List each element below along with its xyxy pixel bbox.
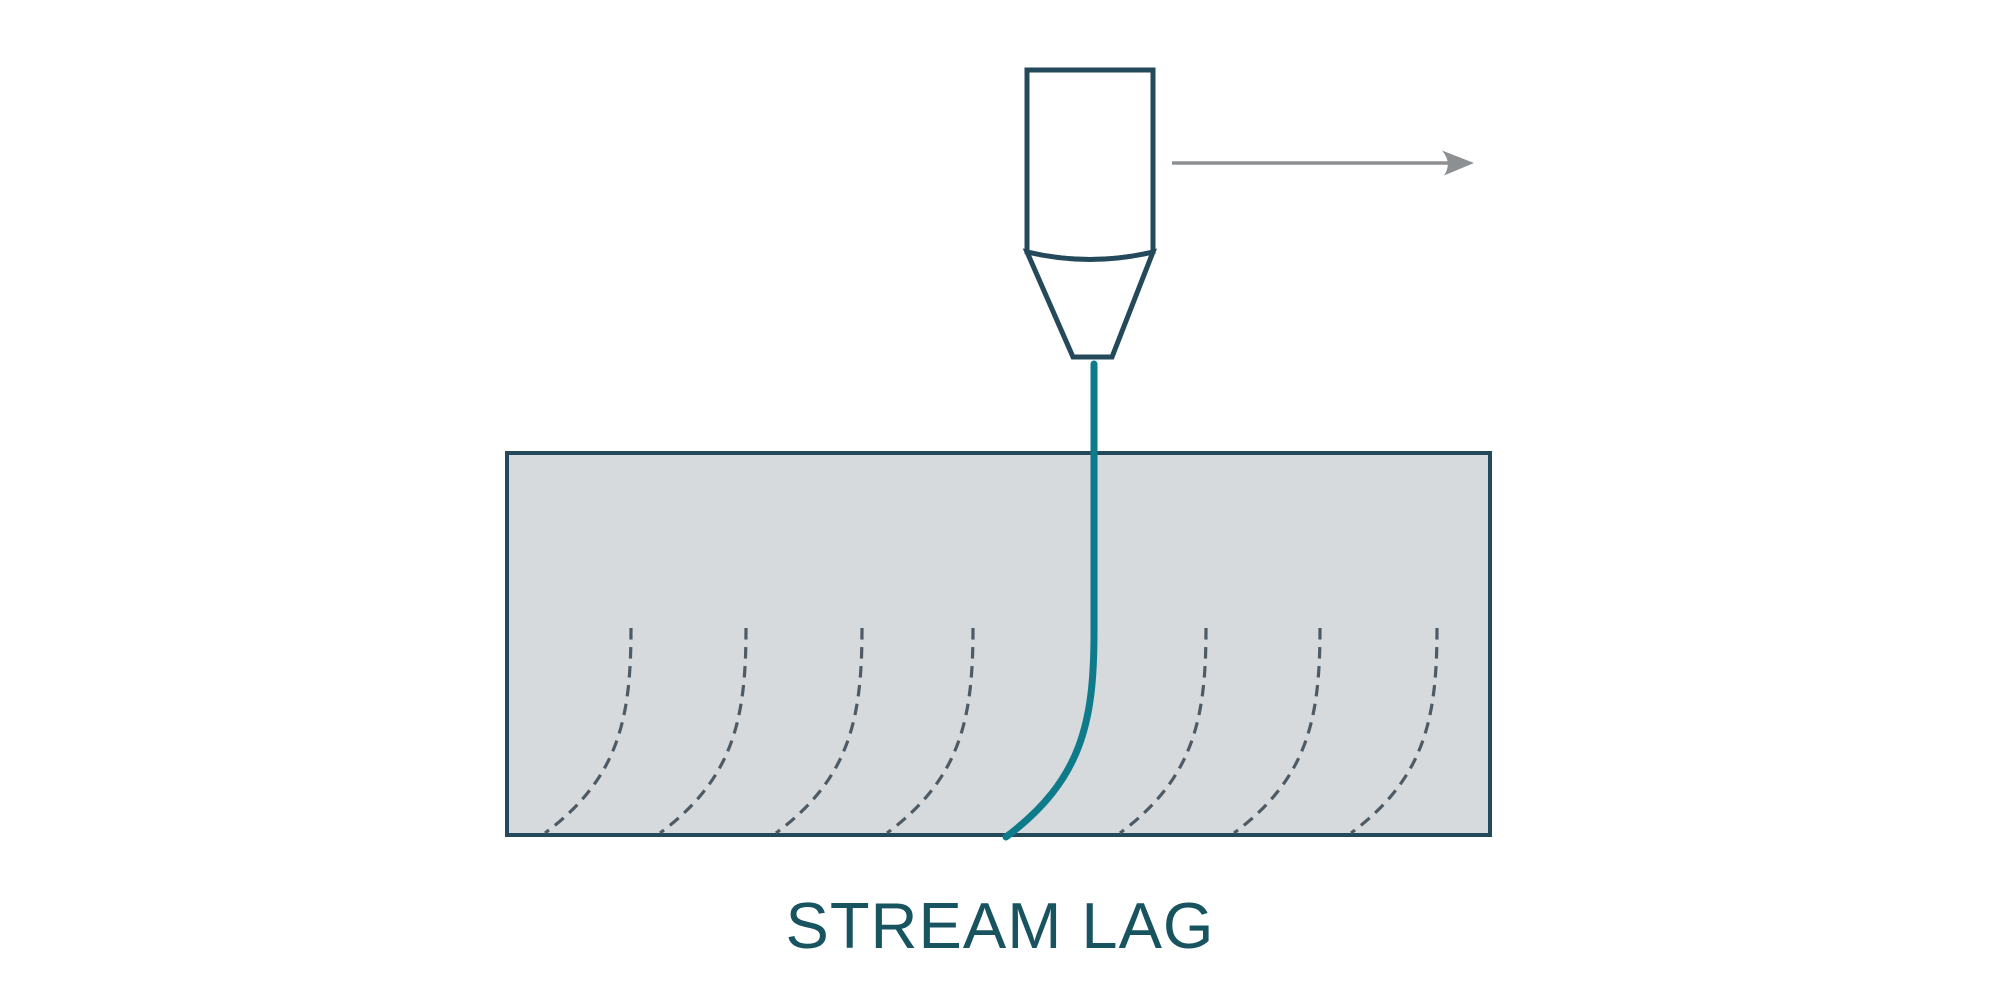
material-block: [505, 451, 1492, 837]
diagram-title: STREAM LAG: [785, 889, 1215, 962]
direction-arrow-icon: [1172, 150, 1474, 176]
stream-line: [1002, 360, 1098, 841]
direction-arrow-head: [1442, 150, 1474, 176]
nozzle-body: [1024, 67, 1156, 262]
nozzle: [1022, 67, 1158, 360]
nozzle-cone: [1022, 248, 1158, 360]
